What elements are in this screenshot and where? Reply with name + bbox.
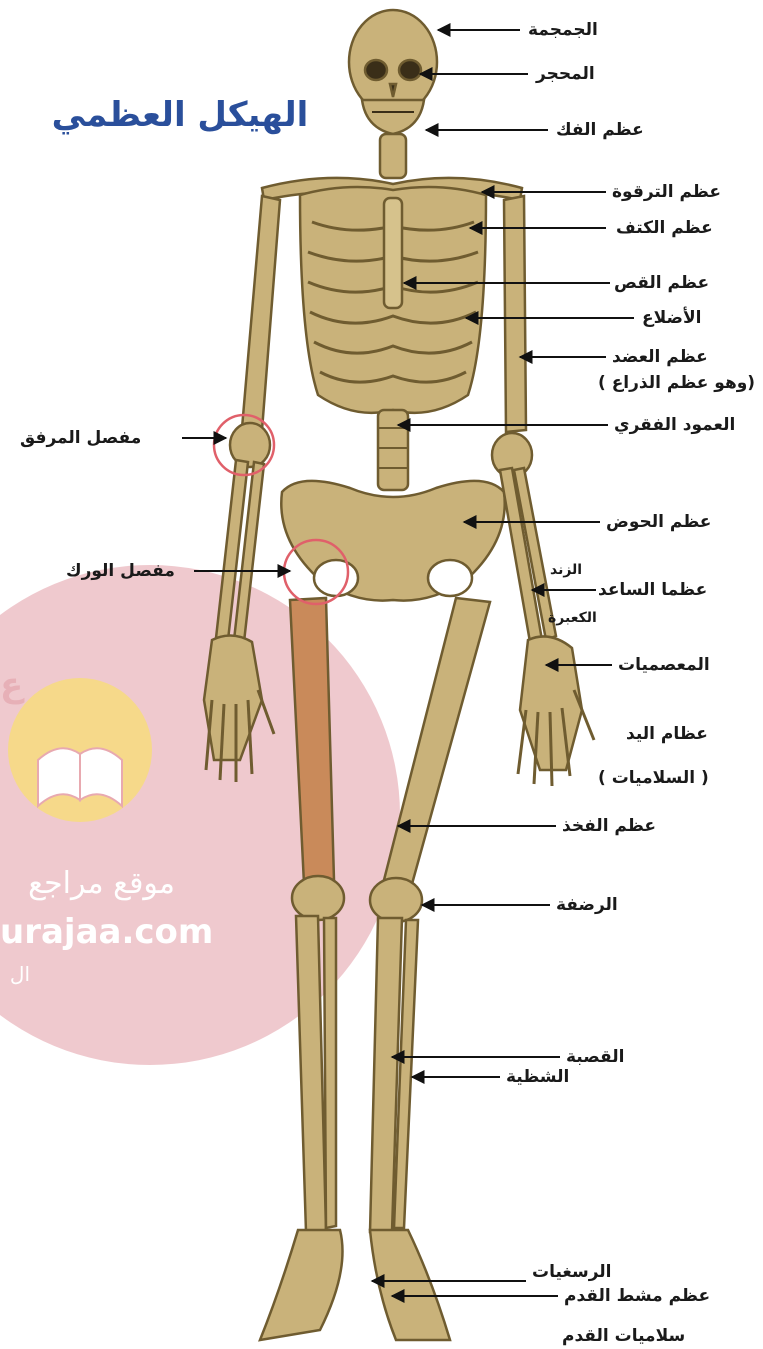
label-metatarsals: عظم مشط القدم — [564, 1286, 710, 1306]
label-humerus: عظم العضد — [612, 347, 708, 367]
label-elbow-joint: مفصل المرفق — [20, 428, 141, 448]
label-jaw: عظم الفك — [556, 120, 644, 140]
watermark-line2: urajaa.com — [0, 912, 213, 952]
label-phalanges: ( السلاميات ) — [598, 768, 709, 788]
label-orbit: المحجر — [536, 64, 595, 84]
sternum — [384, 198, 402, 308]
left-patella — [292, 876, 344, 920]
label-clavicle: عظم الترقوة — [612, 182, 721, 202]
eye-socket-left — [365, 60, 387, 80]
label-femur: عظم الفخذ — [562, 816, 656, 836]
diagram-title: الهيكل العظمي — [45, 95, 315, 135]
lumbar-spine — [378, 410, 408, 490]
right-patella — [370, 878, 422, 922]
label-sternum: عظم القص — [614, 273, 709, 293]
label-radius: الكعبرة — [548, 608, 597, 628]
watermark-line3: ال — [0, 962, 30, 986]
label-ulna: الزند — [550, 560, 582, 580]
label-fibula: الشظية — [506, 1067, 569, 1087]
jaw-bone — [362, 100, 424, 134]
label-carpals: المعصميات — [618, 655, 710, 675]
label-ribs: الأضلاع — [642, 308, 701, 328]
label-scapula: عظم الكتف — [616, 218, 713, 238]
neck-vertebrae — [380, 134, 406, 178]
label-foot-phalanges: سلاميات القدم — [562, 1326, 685, 1346]
label-humerus-note: (وهو عظم الذراع ) — [598, 373, 755, 393]
right-femur — [384, 598, 490, 884]
right-humerus — [504, 196, 526, 432]
label-tarsals: الرسغيات — [532, 1262, 612, 1282]
label-spine: العمود الفقري — [614, 415, 735, 435]
left-fibula — [324, 918, 336, 1228]
skull-bone — [349, 10, 437, 114]
label-patella: الرضفة — [556, 895, 618, 915]
label-tibia: القصبة — [566, 1047, 624, 1067]
right-foot — [370, 1230, 450, 1340]
left-humerus — [242, 196, 280, 430]
label-pelvis: عظم الحوض — [606, 512, 711, 532]
left-foot — [260, 1230, 343, 1340]
label-skull: الجمجمة — [528, 20, 598, 40]
label-hip-joint: مفصل الورك — [66, 561, 175, 581]
label-forearm: عظما الساعد — [598, 580, 707, 600]
watermark-circle — [0, 565, 400, 1065]
eye-socket-right — [399, 60, 421, 80]
watermark-letter: ع — [0, 665, 23, 705]
label-hand: عظام اليد — [626, 724, 708, 744]
watermark-line1: موقع مراجع — [0, 866, 175, 901]
